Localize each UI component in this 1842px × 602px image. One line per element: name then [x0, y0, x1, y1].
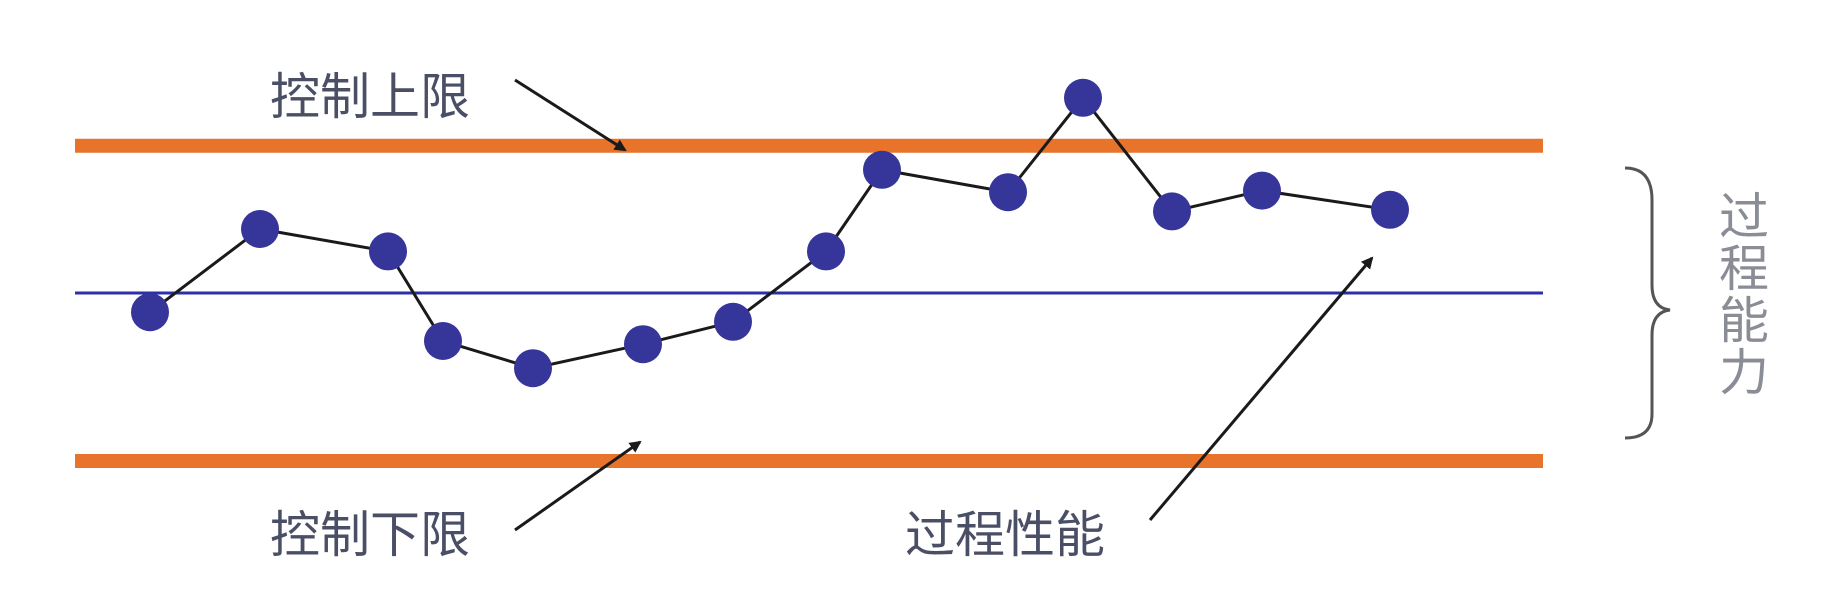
upper-control-limit-label: 控制上限	[270, 68, 470, 126]
data-point-2	[241, 210, 279, 248]
data-point-14	[1371, 190, 1409, 229]
data-point-9	[863, 150, 901, 189]
process-data-points	[131, 78, 1409, 388]
data-point-5	[514, 349, 552, 388]
data-point-8	[807, 232, 845, 271]
data-point-7	[714, 302, 752, 341]
data-point-12	[1153, 192, 1191, 231]
lower-control-limit-label: 控制下限	[270, 506, 470, 564]
performance-arrow	[1148, 256, 1374, 521]
data-point-4	[424, 322, 462, 360]
upper-limit-arrow	[514, 78, 627, 152]
process-data-line	[149, 95, 1391, 370]
data-point-11	[1064, 78, 1102, 117]
capability-brace	[1624, 166, 1671, 440]
process-performance-label: 过程性能	[905, 506, 1105, 564]
data-point-13	[1243, 171, 1281, 210]
data-point-1	[131, 293, 169, 332]
process-capability-label: 过程能力	[1711, 190, 1769, 398]
data-point-10	[989, 173, 1027, 212]
data-point-3	[369, 232, 407, 271]
data-point-6	[624, 325, 662, 364]
lower-limit-arrow	[514, 440, 642, 532]
